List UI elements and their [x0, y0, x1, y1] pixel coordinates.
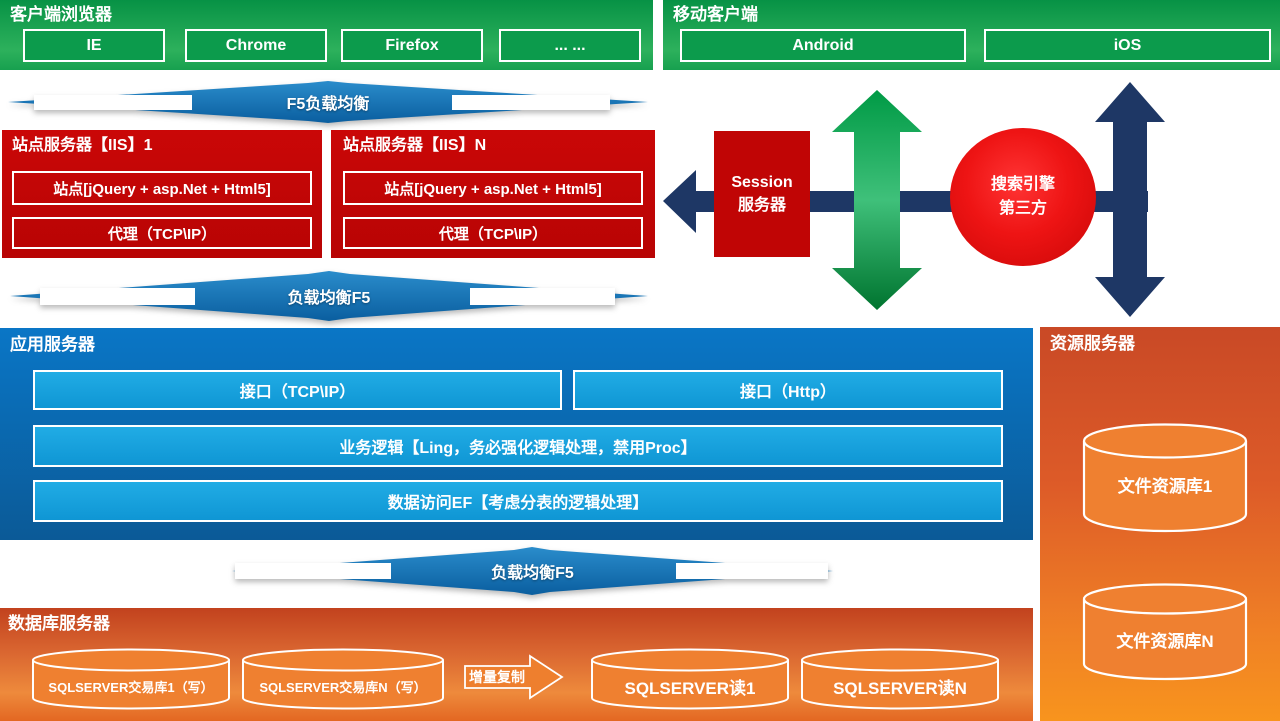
browser-node-others: ... ...	[499, 29, 641, 62]
db-write-n-label: SQLSERVER交易库N（写）	[259, 679, 427, 695]
mobile-node-android-label: Android	[792, 36, 854, 54]
resource-server-panel-title: 资源服务器	[1050, 334, 1135, 353]
load-balancer-top-shape	[8, 81, 648, 123]
business-logic-label: 业务逻辑【Ling，务必强化逻辑处理，禁用Proc】	[339, 440, 697, 457]
browser-node-firefox: Firefox	[341, 29, 483, 62]
mobile-node-ios: iOS	[984, 29, 1271, 62]
mobile-client-panel: 移动客户端 Android iOS	[663, 0, 1280, 70]
site-server-1-site-node: 站点[jQuery + asp.Net + Html5]	[12, 171, 312, 205]
browser-node-firefox-label: Firefox	[385, 36, 439, 54]
db-write-1-label: SQLSERVER交易库1（写）	[48, 679, 214, 695]
mobile-app-double-arrow	[832, 90, 922, 310]
site-server-n-proxy-label: 代理（TCP\IP）	[438, 225, 548, 243]
mobile-node-android: Android	[680, 29, 966, 62]
load-balancer-top: F5负载均衡	[8, 81, 648, 123]
resource-server-panel: 资源服务器 文件资源库1 文件资源库N	[1040, 327, 1280, 721]
cylinder-shape	[591, 648, 789, 710]
db-read-1-cylinder: SQLSERVER读1	[590, 648, 790, 710]
site-server-n-proxy-node: 代理（TCP\IP）	[343, 217, 643, 249]
browser-node-ie-label: IE	[86, 36, 102, 54]
file-store-1-label: 文件资源库1	[1117, 476, 1213, 496]
db-write-1-cylinder: SQLSERVER交易库1（写）	[31, 648, 231, 710]
file-store-n-cylinder: 文件资源库N	[1082, 582, 1248, 682]
mobile-node-ios-label: iOS	[1113, 36, 1142, 54]
interface-tcp-node: 接口（TCP\IP）	[33, 370, 562, 410]
incremental-copy-arrow: 增量复制	[464, 654, 564, 700]
session-server-label-1: Session	[731, 173, 793, 191]
site-server-n: 站点服务器【IIS】N 站点[jQuery + asp.Net + Html5]…	[331, 130, 655, 258]
cylinder-shape	[801, 648, 999, 710]
search-engine-node: 搜索引擎 第三方	[950, 128, 1096, 266]
site-server-n-site-label: 站点[jQuery + asp.Net + Html5]	[384, 180, 602, 198]
site-server-1: 站点服务器【IIS】1 站点[jQuery + asp.Net + Html5]…	[2, 130, 322, 258]
session-server: Session 服务器	[714, 131, 810, 257]
client-browser-panel: 客户端浏览器 IE Chrome Firefox ... ...	[0, 0, 653, 70]
db-server-panel-title: 数据库服务器	[8, 614, 110, 633]
db-read-n-label: SQLSERVER读N	[833, 678, 967, 698]
interface-tcp-label: 接口（TCP\IP）	[239, 384, 356, 401]
site-server-1-title: 站点服务器【IIS】1	[12, 137, 153, 154]
data-access-label: 数据访问EF【考虑分表的逻辑处理】	[387, 495, 649, 512]
load-balancer-bottom: 负载均衡F5	[232, 547, 833, 595]
third-party-double-arrow	[1095, 82, 1165, 317]
right-block-arrow-shape	[464, 654, 564, 700]
db-write-n-cylinder: SQLSERVER交易库N（写）	[241, 648, 445, 710]
site-server-1-site-label: 站点[jQuery + asp.Net + Html5]	[53, 180, 271, 198]
cylinder-shape	[242, 648, 444, 710]
file-store-n-label: 文件资源库N	[1116, 631, 1214, 651]
search-engine-label-2: 第三方	[998, 200, 1047, 217]
data-access-node: 数据访问EF【考虑分表的逻辑处理】	[33, 480, 1003, 522]
site-server-1-proxy-label: 代理（TCP\IP）	[107, 225, 217, 243]
cylinder-shape	[1082, 583, 1248, 681]
browser-node-ie: IE	[23, 29, 165, 62]
load-balancer-middle: 负载均衡F5	[10, 271, 648, 321]
cylinder-shape	[32, 648, 230, 710]
file-store-1-cylinder: 文件资源库1	[1082, 422, 1248, 534]
cylinder-shape	[1082, 423, 1248, 533]
load-balancer-bottom-label: 负载均衡F5	[491, 565, 574, 582]
app-server-panel-title: 应用服务器	[10, 335, 95, 354]
db-read-n-cylinder: SQLSERVER读N	[800, 648, 1000, 710]
load-balancer-top-label: F5负载均衡	[286, 96, 370, 113]
session-server-label-2: 服务器	[737, 197, 786, 214]
load-balancer-bottom-shape	[232, 547, 833, 595]
app-server-panel: 应用服务器 接口（TCP\IP） 接口（Http） 业务逻辑【Ling，务必强化…	[0, 328, 1033, 540]
load-balancer-middle-label: 负载均衡F5	[287, 290, 371, 307]
browser-node-others-label: ... ...	[554, 36, 586, 54]
site-server-n-site-node: 站点[jQuery + asp.Net + Html5]	[343, 171, 643, 205]
interface-http-node: 接口（Http）	[573, 370, 1003, 410]
incremental-copy-label: 增量复制	[469, 669, 525, 685]
mobile-client-panel-title: 移动客户端	[673, 5, 758, 24]
search-engine-label-1: 搜索引擎	[990, 176, 1055, 193]
load-balancer-middle-shape	[10, 271, 648, 321]
browser-node-chrome-label: Chrome	[225, 36, 287, 54]
site-server-1-proxy-node: 代理（TCP\IP）	[12, 217, 312, 249]
browser-node-chrome: Chrome	[185, 29, 327, 62]
site-server-n-title: 站点服务器【IIS】N	[343, 137, 487, 154]
db-server-panel: 数据库服务器 SQLSERVER交易库1（写） SQLSERVER交易库N（写）…	[0, 608, 1033, 721]
client-browser-panel-title: 客户端浏览器	[10, 5, 112, 24]
interface-http-label: 接口（Http）	[740, 384, 836, 401]
business-logic-node: 业务逻辑【Ling，务必强化逻辑处理，禁用Proc】	[33, 425, 1003, 467]
db-read-1-label: SQLSERVER读1	[624, 678, 756, 698]
session-left-arrow-connector	[663, 170, 1148, 233]
